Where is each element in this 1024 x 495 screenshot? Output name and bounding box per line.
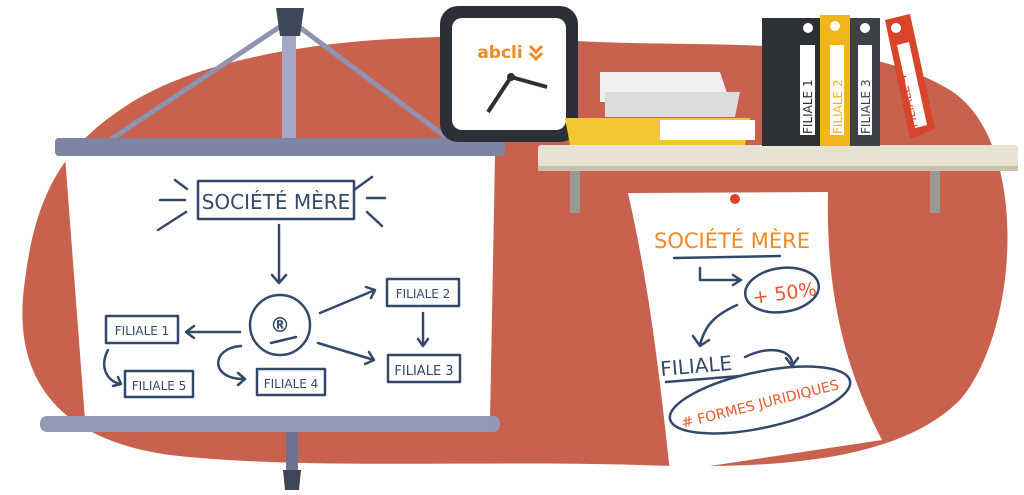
diagram-parent-label: SOCIÉTÉ MÈRE — [202, 190, 351, 214]
screen-top-bar — [55, 138, 505, 156]
paper-stack — [565, 72, 755, 145]
binder-label-1: FILIALE 1 — [801, 79, 815, 134]
tripod — [108, 8, 452, 490]
org-diagram: SOCIÉTÉ MÈRE ® FILIALE 1 FILIALE 2 FILIA… — [103, 175, 462, 399]
binders: FILIALE 1 FILIALE 2 FILIALE 3 FILIALE 4 — [762, 14, 935, 146]
diagram-filiale-1: FILIALE 1 — [115, 324, 170, 338]
note-title: SOCIÉTÉ MÈRE — [654, 228, 810, 253]
clock-brand: abcli — [477, 43, 522, 63]
diagram-filiale-2: FILIALE 2 — [396, 287, 451, 301]
diagram-filiale-5: FILIALE 5 — [132, 379, 187, 393]
hub-symbol: ® — [270, 313, 290, 337]
diagram-filiale-4: FILIALE 4 — [264, 377, 319, 391]
diagram-filiale-3: FILIALE 3 — [394, 364, 453, 379]
binder-label-3: FILIALE 3 — [859, 79, 873, 134]
wall-clock: abcli — [440, 6, 578, 142]
binder-label-2: FILIALE 2 — [831, 79, 845, 134]
pinned-note: SOCIÉTÉ MÈRE + 50% FILIALE # FORMES JURI… — [628, 192, 882, 472]
shelf — [538, 145, 1018, 213]
screen-bottom-bar — [40, 416, 500, 432]
